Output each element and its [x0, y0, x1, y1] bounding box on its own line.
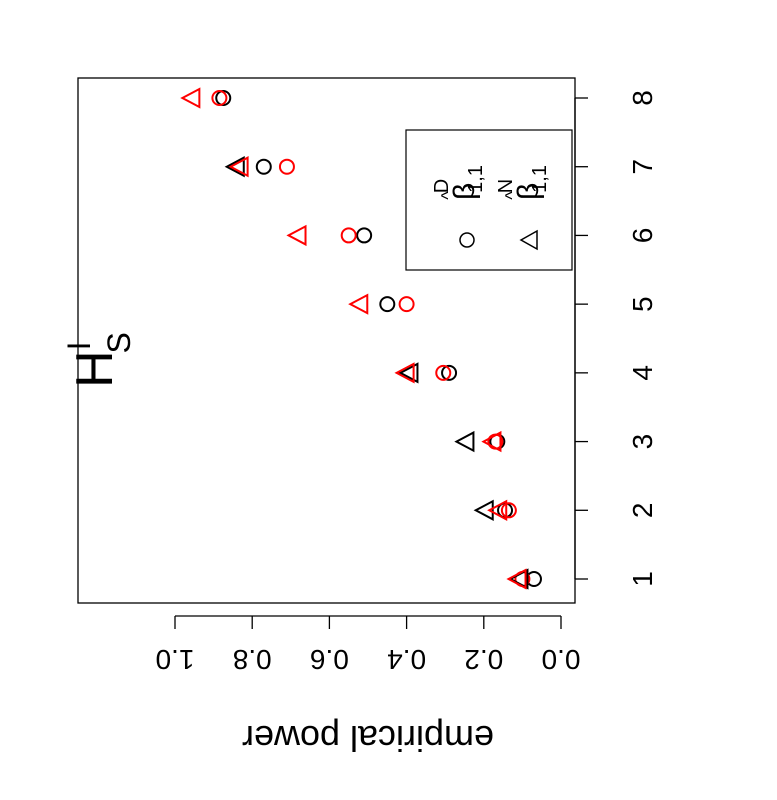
point-triangle	[506, 568, 527, 590]
data-points	[180, 87, 542, 590]
point-circle	[441, 364, 458, 381]
point-triangle	[481, 430, 502, 453]
point-triangle	[224, 156, 245, 178]
point-triangle	[180, 87, 201, 109]
x-tick-label: 3	[627, 434, 658, 450]
point-triangle	[286, 224, 307, 247]
point-circle	[340, 227, 357, 244]
point-circle	[500, 502, 517, 519]
point-triangle	[473, 499, 494, 521]
y-tick-label: 0.0	[542, 644, 581, 675]
point-triangle	[487, 499, 508, 521]
point-triangle	[228, 156, 249, 178]
x-tick-label: 4	[627, 365, 658, 381]
point-circle	[379, 296, 396, 313]
x-tick-label: 2	[627, 502, 658, 518]
plot-frame	[77, 77, 576, 604]
x-tick-label: 5	[627, 296, 658, 312]
point-circle	[356, 227, 373, 244]
x-tick-label: 7	[627, 159, 658, 175]
point-circle	[211, 90, 228, 106]
y-tick-label: 0.8	[233, 644, 272, 675]
legend-box	[405, 129, 573, 271]
x-tick-label: 6	[627, 228, 658, 244]
point-triangle	[398, 362, 419, 384]
point-triangle	[348, 293, 369, 315]
point-circle	[255, 158, 272, 175]
legend-symbol-triangle	[519, 229, 538, 251]
y-tick-label: 1.0	[156, 644, 195, 675]
legend-symbol-circle	[459, 232, 475, 248]
x-tick-label: 1	[627, 571, 658, 587]
point-triangle	[454, 430, 475, 453]
point-circle	[278, 158, 295, 175]
x-tick-label: 8	[627, 90, 658, 106]
y-tick-label: 0.4	[387, 644, 426, 675]
y-axis-label: empirical power	[242, 718, 494, 759]
point-circle	[435, 364, 452, 381]
point-circle	[398, 296, 415, 313]
point-triangle	[394, 362, 415, 384]
y-axis: 0.0 0.2 0.4 0.6 0.8 1.0	[156, 615, 581, 675]
x-axis: 1 2 3 4 5 6 7 8	[574, 90, 658, 587]
y-tick-label: 0.6	[310, 644, 349, 675]
y-tick-label: 0.2	[464, 644, 503, 675]
